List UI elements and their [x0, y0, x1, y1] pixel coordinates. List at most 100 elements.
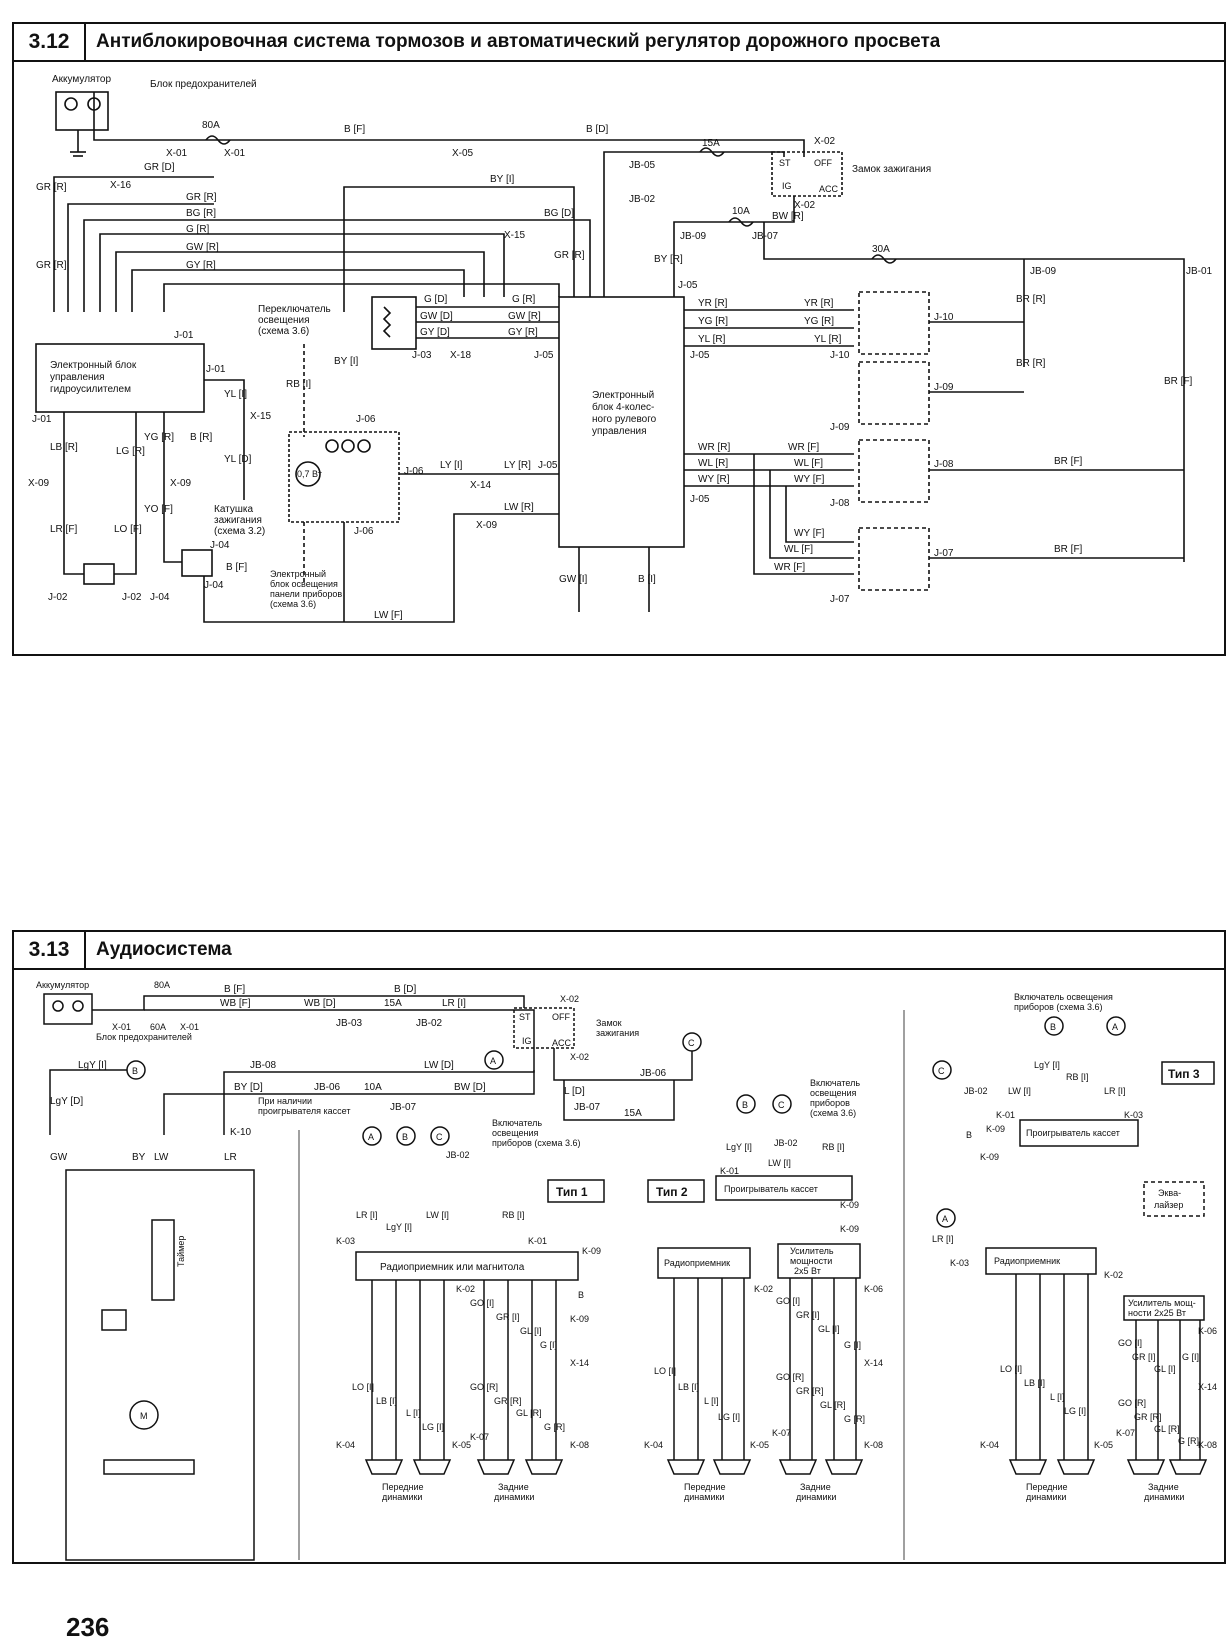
t3-wire-lwi: LW [I] [1008, 1086, 1031, 1096]
x09-label-c: X-09 [476, 520, 498, 531]
section-3-13-number: 3.13 [14, 932, 86, 968]
audio-wire-lgyi: LgY [I] [78, 1060, 107, 1071]
j04-label-c: J-04 [150, 592, 170, 603]
conn-a-t3-b-label: A [942, 1214, 948, 1224]
x18-label: X-18 [450, 350, 472, 361]
fuse-10a [728, 217, 754, 227]
x01-label-b: X-01 [224, 148, 246, 159]
x09-label-b: X-09 [170, 478, 192, 489]
t3-wire-gor: GO [R] [1118, 1398, 1146, 1408]
type1-label: Тип 1 [556, 1185, 588, 1199]
wire-wrr-label: WR [R] [698, 442, 730, 453]
t3-wire-loi: LO [I] [1000, 1364, 1022, 1374]
wire-lwr-label: LW [R] [504, 502, 534, 513]
t3-k02: K-02 [1104, 1270, 1123, 1280]
audio-fuse-15a: 15A [384, 998, 402, 1009]
audio-wire-bf: B [F] [224, 984, 245, 995]
j01-label-b: J-01 [206, 364, 226, 375]
t3-wire-grr: GR [R] [1134, 1412, 1162, 1422]
cassette-note-2: проигрывателя кассет [258, 1106, 350, 1116]
4ws-ecu-label-2: блок 4-колес- [592, 401, 654, 413]
t1-k02: K-02 [456, 1284, 475, 1294]
radio-logic-unit [65, 1169, 255, 1561]
conn-b-left-label: B [132, 1066, 138, 1076]
type1-badge [547, 1179, 605, 1203]
connector-a-t1 [362, 1126, 382, 1146]
t1-wire-li: L [I] [406, 1408, 421, 1418]
t2-front-label-2: динамики [684, 1492, 724, 1502]
audio-x01-a: X-01 [112, 1022, 131, 1032]
timer-block [151, 1219, 175, 1301]
t3-rear-speakers [1126, 1459, 1208, 1475]
four-ws-ecu [558, 296, 685, 548]
t1-front-speakers [364, 1459, 452, 1475]
wire-ylr-label: YL [R] [698, 334, 726, 345]
t2-rear-label-1: Задние [800, 1482, 831, 1492]
conn-a-top-label: A [490, 1056, 496, 1066]
ignition-switch-label: Замок зажигания [852, 164, 931, 175]
t3-k01: K-01 [996, 1110, 1015, 1120]
jb01-label: JB-01 [1186, 266, 1213, 277]
battery-symbol [55, 91, 109, 131]
t2-wire-lgi: LG [I] [718, 1412, 740, 1422]
conn-b-t1-label: B [402, 1132, 408, 1142]
section-3-12-panel: 3.12 Антиблокировочная система тормозов … [12, 22, 1226, 656]
type2-badge [647, 1179, 705, 1203]
ign-off: OFF [814, 158, 832, 168]
t1-wire-lri: LR [I] [356, 1210, 378, 1220]
conn-c-t2-label: C [778, 1100, 785, 1110]
section-3-12-header: 3.12 Антиблокировочная система тормозов … [14, 24, 1224, 62]
wire-byi-label-b: BY [I] [334, 356, 358, 367]
t3-cassette-player [1019, 1119, 1139, 1147]
audio-fuse-15a-b: 15A [624, 1108, 642, 1119]
wire-wyf-label: WY [F] [794, 474, 825, 485]
audio-k10: K-10 [230, 1127, 252, 1138]
audio-jb08: JB-08 [250, 1060, 277, 1071]
wire-lgr-label: LG [R] [116, 446, 145, 457]
audio-wire-lr: LR [224, 1152, 237, 1163]
connector-c-t1 [430, 1126, 450, 1146]
t1-wire-b: B [578, 1290, 584, 1300]
t2-rear-label-2: динамики [796, 1492, 836, 1502]
t2-k09-a: K-09 [840, 1200, 859, 1210]
t3-wire-gri: GR [I] [1132, 1352, 1156, 1362]
t3-wire-lri-b: LR [I] [932, 1234, 954, 1244]
wire-gyr-label: GY [R] [186, 260, 216, 271]
t3-wire-goi: GO [I] [1118, 1338, 1142, 1348]
x05-label: X-05 [452, 148, 474, 159]
x01-label-a: X-01 [166, 148, 188, 159]
section-3-12-number: 3.12 [14, 24, 86, 60]
t3-rear-label-2: динамики [1144, 1492, 1184, 1502]
audio-jb06-b: JB-06 [314, 1082, 341, 1093]
connector-c-t3 [932, 1060, 952, 1080]
t2-amp-unit [777, 1243, 861, 1279]
wire-yld-label: YL [D] [224, 454, 252, 465]
audio-wiring-diagram: Аккумулятор Блок предохранителей 80A 60A… [36, 980, 1217, 1561]
cassette-note-1: При наличии [258, 1096, 312, 1106]
wire-lrf-label: LR [F] [50, 524, 77, 535]
t1-k07: K-07 [470, 1432, 489, 1442]
4ws-ecu-label-4: управления [592, 426, 647, 437]
t3-wire-gi: G [I] [1182, 1352, 1199, 1362]
t2-k07: K-07 [772, 1428, 791, 1438]
t2-wire-gi: G [I] [844, 1340, 861, 1350]
j06-label-b: J-06 [404, 466, 424, 477]
hl-switch-label-2: освещения [258, 315, 310, 326]
t1-k01: K-01 [528, 1236, 547, 1246]
audio-jb07-a: JB-07 [574, 1102, 601, 1113]
wire-brf-label-c: BR [F] [1054, 544, 1083, 555]
t1-k04: K-04 [336, 1440, 355, 1450]
t1-wire-loi: LO [I] [352, 1382, 374, 1392]
hl-switch-label-1: Переключатель [258, 304, 331, 315]
t3-wire-gli: GL [I] [1154, 1364, 1176, 1374]
audio-wire-lwd: LW [D] [424, 1060, 454, 1071]
wire-bd-label: B [D] [586, 124, 608, 135]
t2-front-label-1: Передние [684, 1482, 726, 1492]
t3-k03-a: K-03 [1124, 1110, 1143, 1120]
antenna-relay [101, 1309, 127, 1331]
t2-k05: K-05 [750, 1440, 769, 1450]
wire-lof-label: LO [F] [114, 524, 142, 535]
audio-wire-by: BY [132, 1152, 146, 1163]
jb02-label: JB-02 [629, 194, 656, 205]
abs-sensor-symbol [83, 563, 115, 585]
